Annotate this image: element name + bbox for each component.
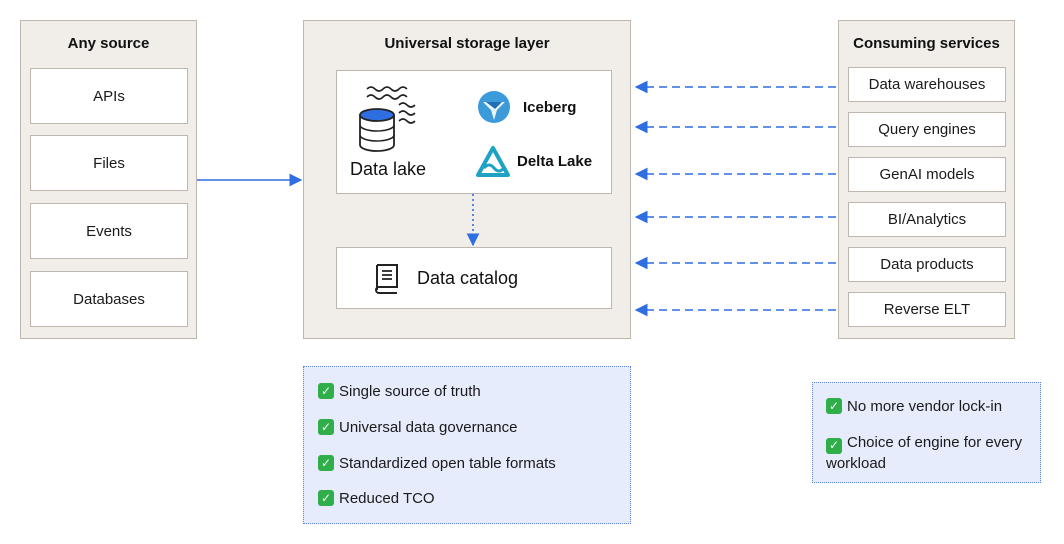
source-item-apis: APIs: [30, 68, 188, 124]
book-icon: [375, 264, 398, 294]
check-icon: ✓: [318, 455, 334, 471]
delta-lake-logo-icon: [476, 146, 510, 177]
consumer-item-bi-analytics: BI/Analytics: [848, 202, 1006, 237]
consumer-item-label: Query engines: [878, 121, 976, 138]
data-lake-label: Data lake: [350, 159, 427, 179]
benefit-text: Reduced TCO: [339, 490, 435, 507]
source-item-label: Databases: [73, 290, 145, 308]
consumer-item-reverse-elt: Reverse ELT: [848, 292, 1006, 327]
consumers-panel: Consuming services Data warehouses Query…: [838, 20, 1015, 339]
consumer-item-label: GenAI models: [879, 166, 975, 183]
benefit-item: ✓ Universal data governance: [318, 418, 517, 437]
check-icon: ✓: [318, 383, 334, 399]
benefit-text: Universal data governance: [339, 419, 518, 436]
benefit-item: ✓ Reduced TCO: [318, 489, 435, 508]
data-catalog-box: Data catalog: [336, 247, 612, 309]
consumer-item-data-warehouses: Data warehouses: [848, 67, 1006, 102]
iceberg-label: Iceberg: [523, 99, 577, 116]
iceberg-logo-icon: [478, 91, 510, 123]
database-waves-icon: [359, 86, 416, 152]
source-panel: Any source APIs Files Events Databases: [20, 20, 197, 339]
consumer-item-label: Reverse ELT: [883, 301, 971, 318]
source-item-files: Files: [30, 135, 188, 191]
source-item-events: Events: [30, 203, 188, 259]
storage-panel: Universal storage layer Data lake Iceber…: [303, 20, 631, 339]
source-panel-title: Any source: [67, 35, 150, 52]
source-item-label: APIs: [93, 87, 125, 105]
lakehouse-box: Data lake Iceberg Delta Lake: [336, 70, 612, 194]
consumer-item-data-products: Data products: [848, 247, 1006, 282]
benefit-item: ✓ Single source of truth: [318, 382, 481, 401]
benefit-item: ✓ Standardized open table formats: [318, 454, 556, 473]
consumer-item-genai-models: GenAI models: [848, 157, 1006, 192]
benefit-text: Single source of truth: [339, 383, 481, 400]
benefit-item: ✓Choice of engine for every workload: [826, 433, 1026, 473]
check-icon: ✓: [318, 419, 334, 435]
consumer-benefits-box: ✓ No more vendor lock-in ✓Choice of engi…: [812, 382, 1041, 483]
check-icon: ✓: [826, 398, 842, 414]
consumer-item-label: BI/Analytics: [887, 211, 967, 228]
consumer-item-label: Data warehouses: [868, 76, 986, 93]
data-catalog-label: Data catalog: [417, 267, 519, 288]
source-item-databases: Databases: [30, 271, 188, 327]
delta-lake-label: Delta Lake: [517, 153, 593, 170]
consumers-panel-title: Consuming services: [853, 35, 1000, 52]
consumer-item-label: Data products: [880, 256, 974, 273]
check-icon: ✓: [826, 437, 842, 454]
consumer-item-query-engines: Query engines: [848, 112, 1006, 147]
benefit-text: Choice of engine for every workload: [826, 434, 1023, 472]
benefit-item: ✓ No more vendor lock-in: [826, 397, 1002, 416]
benefit-text: No more vendor lock-in: [847, 398, 1003, 415]
storage-panel-title: Universal storage layer: [384, 35, 550, 52]
check-icon: ✓: [318, 490, 334, 506]
benefit-text: Standardized open table formats: [339, 455, 556, 472]
storage-benefits-box: ✓ Single source of truth ✓ Universal dat…: [303, 366, 631, 524]
source-item-label: Events: [86, 222, 132, 240]
source-item-label: Files: [93, 154, 125, 172]
